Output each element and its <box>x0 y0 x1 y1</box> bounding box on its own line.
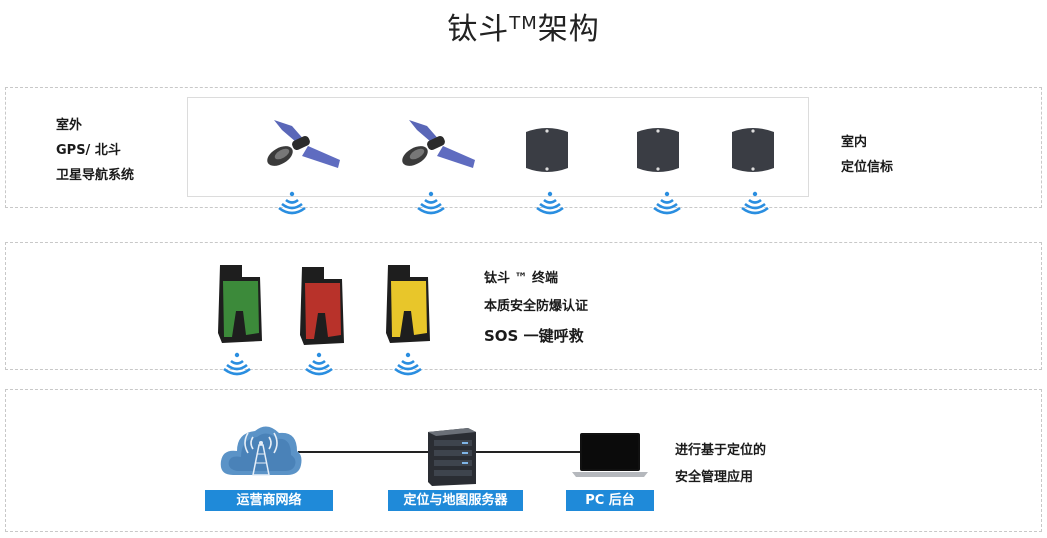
server-icon <box>428 428 476 486</box>
sos-label: SOS 一键呼救 <box>484 327 584 345</box>
title-suffix: 架构 <box>537 12 600 47</box>
cloud-network-icon <box>220 426 302 476</box>
indoor-label: 室内 <box>841 135 868 150</box>
connector-line <box>298 451 428 453</box>
explosion-proof-label: 本质安全防爆认证 <box>484 299 589 314</box>
carrier-network-label: 运营商网络 <box>205 490 333 511</box>
beacon-icon <box>526 128 568 172</box>
connector-line <box>476 451 582 453</box>
signal-icon <box>278 191 306 215</box>
signal-icon <box>536 191 564 215</box>
satellite-nav-label: 卫星导航系统 <box>56 168 135 183</box>
backend-description: 进行基于定位的 安全管理应用 <box>675 437 766 491</box>
device-panel <box>187 97 809 197</box>
signal-icon <box>417 191 445 215</box>
terminal-layer-box <box>5 242 1042 370</box>
description-line-1: 进行基于定位的 <box>675 443 767 458</box>
beacon-label: 定位信标 <box>841 160 894 175</box>
signal-icon <box>305 352 333 376</box>
terminal-device-green <box>218 265 262 343</box>
map-server-label: 定位与地图服务器 <box>388 490 523 511</box>
outdoor-labels: 室外 GPS/ 北斗 卫星导航系统 <box>56 113 134 188</box>
signal-icon <box>223 352 251 376</box>
terminal-name-label: 钛斗 ™ 终端 <box>484 271 559 286</box>
beacon-icon <box>732 128 774 172</box>
gps-beidou-label: GPS/ 北斗 <box>56 143 121 158</box>
trademark: TM <box>509 13 538 34</box>
outdoor-label: 室外 <box>56 118 83 133</box>
title-main: 钛斗 <box>447 12 510 47</box>
signal-icon <box>653 191 681 215</box>
terminal-labels: 钛斗 ™ 终端 本质安全防爆认证 SOS 一键呼救 <box>484 265 588 351</box>
signal-icon <box>394 352 422 376</box>
signal-icon <box>741 191 769 215</box>
satellite-icon <box>267 120 340 168</box>
beacon-icon <box>637 128 679 172</box>
terminal-device-yellow <box>386 265 430 343</box>
pc-backend-label: PC 后台 <box>566 490 654 511</box>
backend-layer-box <box>5 389 1042 532</box>
page-title: 钛斗TM架构 <box>0 4 1047 48</box>
laptop-icon <box>572 433 648 477</box>
terminal-device-red <box>300 267 344 345</box>
indoor-labels: 室内 定位信标 <box>841 130 893 180</box>
description-line-2: 安全管理应用 <box>675 470 754 485</box>
satellite-icon <box>402 120 475 168</box>
satellite-layer-box <box>5 87 1042 208</box>
